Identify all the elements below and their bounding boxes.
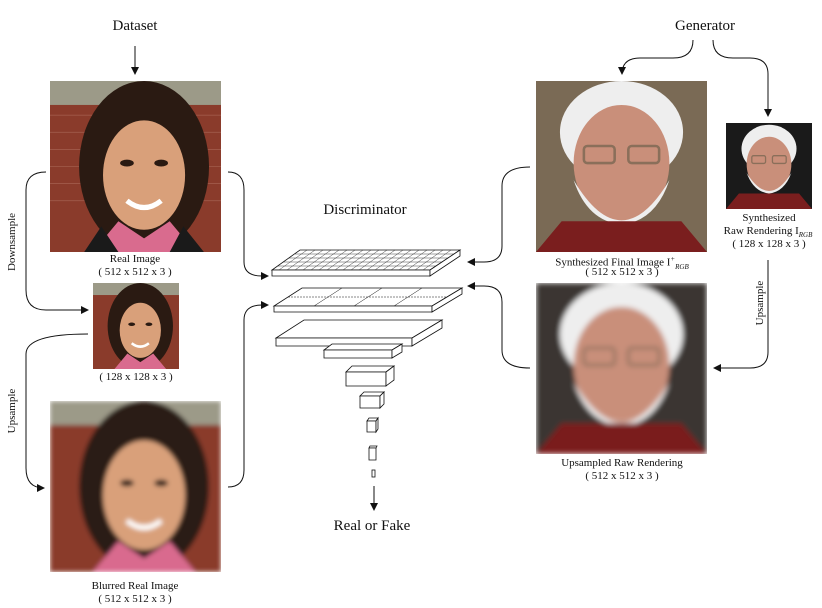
final-image-graphic — [536, 81, 707, 252]
final-image-title-text: Synthesized Final Image I — [555, 256, 671, 269]
generator-header: Generator — [675, 18, 735, 34]
blurred-to-disc-arrow — [227, 301, 269, 488]
blurred-image-graphic — [50, 401, 221, 572]
final-image-sup: + — [670, 255, 676, 263]
output-label: Real or Fake — [333, 518, 411, 534]
upsampled-raw-title: Upsampled Raw Rendering — [561, 457, 683, 469]
final-image-title: Synthesized Final Image I+RGB — [540, 253, 704, 274]
real-to-disc-arrow — [227, 171, 269, 280]
downsample-arrow — [25, 171, 89, 314]
small-image — [93, 283, 179, 369]
raw-rendering-image — [726, 123, 812, 209]
real-image-title: Real Image — [109, 253, 161, 265]
small-image-graphic — [93, 283, 179, 369]
final-to-disc-arrow — [467, 166, 531, 266]
blurred-image-dims: ( 512 x 512 x 3 ) — [98, 593, 172, 605]
raw-rendering-graphic — [726, 123, 812, 209]
blurred-image-title: Blurred Real Image — [91, 580, 179, 592]
raw-rendering-dims: ( 128 x 128 x 3 ) — [732, 238, 806, 250]
blurred-image — [50, 401, 221, 572]
upsample-right-arrow — [713, 260, 769, 372]
real-image-dims: ( 512 x 512 x 3 ) — [98, 266, 172, 278]
raw-rendering-title-1: Synthesized — [742, 212, 796, 224]
dataset-header: Dataset — [112, 18, 158, 34]
discriminator-header: Discriminator — [323, 202, 407, 218]
final-image-dims: ( 512 x 512 x 3 ) — [585, 266, 659, 278]
discriminator-network — [270, 249, 464, 478]
final-image-sub: RGB — [675, 262, 689, 271]
small-image-dims: ( 128 x 128 x 3 ) — [99, 371, 173, 383]
real-image-graphic — [50, 81, 221, 252]
upsampled-raw-dims: ( 512 x 512 x 3 ) — [585, 470, 659, 482]
gen-to-final-arrow — [618, 39, 694, 75]
upsample-left-arrow — [25, 333, 89, 492]
raw-rendering-sub: RGB — [798, 231, 813, 240]
real-image — [50, 81, 221, 252]
upsampled-raw-graphic — [536, 283, 707, 454]
upsampled-to-disc-arrow — [467, 282, 531, 369]
upsampled-raw-image — [536, 283, 707, 454]
synthesized-final-image — [536, 81, 707, 252]
raw-rendering-title-2-text: Raw Rendering I — [723, 225, 799, 237]
raw-rendering-title-2: Raw Rendering IRGB — [714, 225, 822, 242]
gen-to-raw-arrow — [712, 39, 772, 117]
